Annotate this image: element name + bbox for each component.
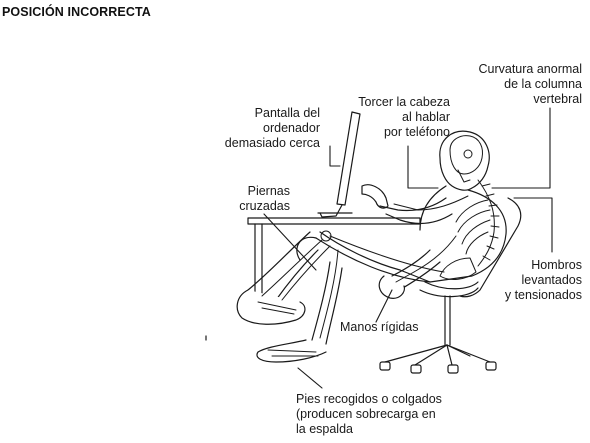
label-crossed-legs: Piernas cruzadas [239, 184, 290, 213]
label-rigid-hands: Manos rígidas [340, 320, 419, 334]
page-title: POSICIÓN INCORRECTA [2, 5, 151, 19]
label-raised-shoulders: Hombros levantados y tensionados [504, 258, 582, 302]
label-spine-curvature: Curvatura anormal de la columna vertebra… [478, 62, 582, 106]
leader-lines [263, 107, 553, 389]
label-screen-too-close: Pantalla del ordenador demasiado cerca [224, 106, 320, 150]
phone-icon [361, 184, 389, 209]
computer-monitor [317, 111, 361, 218]
skeleton [257, 135, 500, 357]
label-head-twist: Torcer la cabeza al hablar por teléfono [358, 95, 450, 139]
label-feet: Pies recogidos o colgados (producen sobr… [296, 392, 442, 436]
